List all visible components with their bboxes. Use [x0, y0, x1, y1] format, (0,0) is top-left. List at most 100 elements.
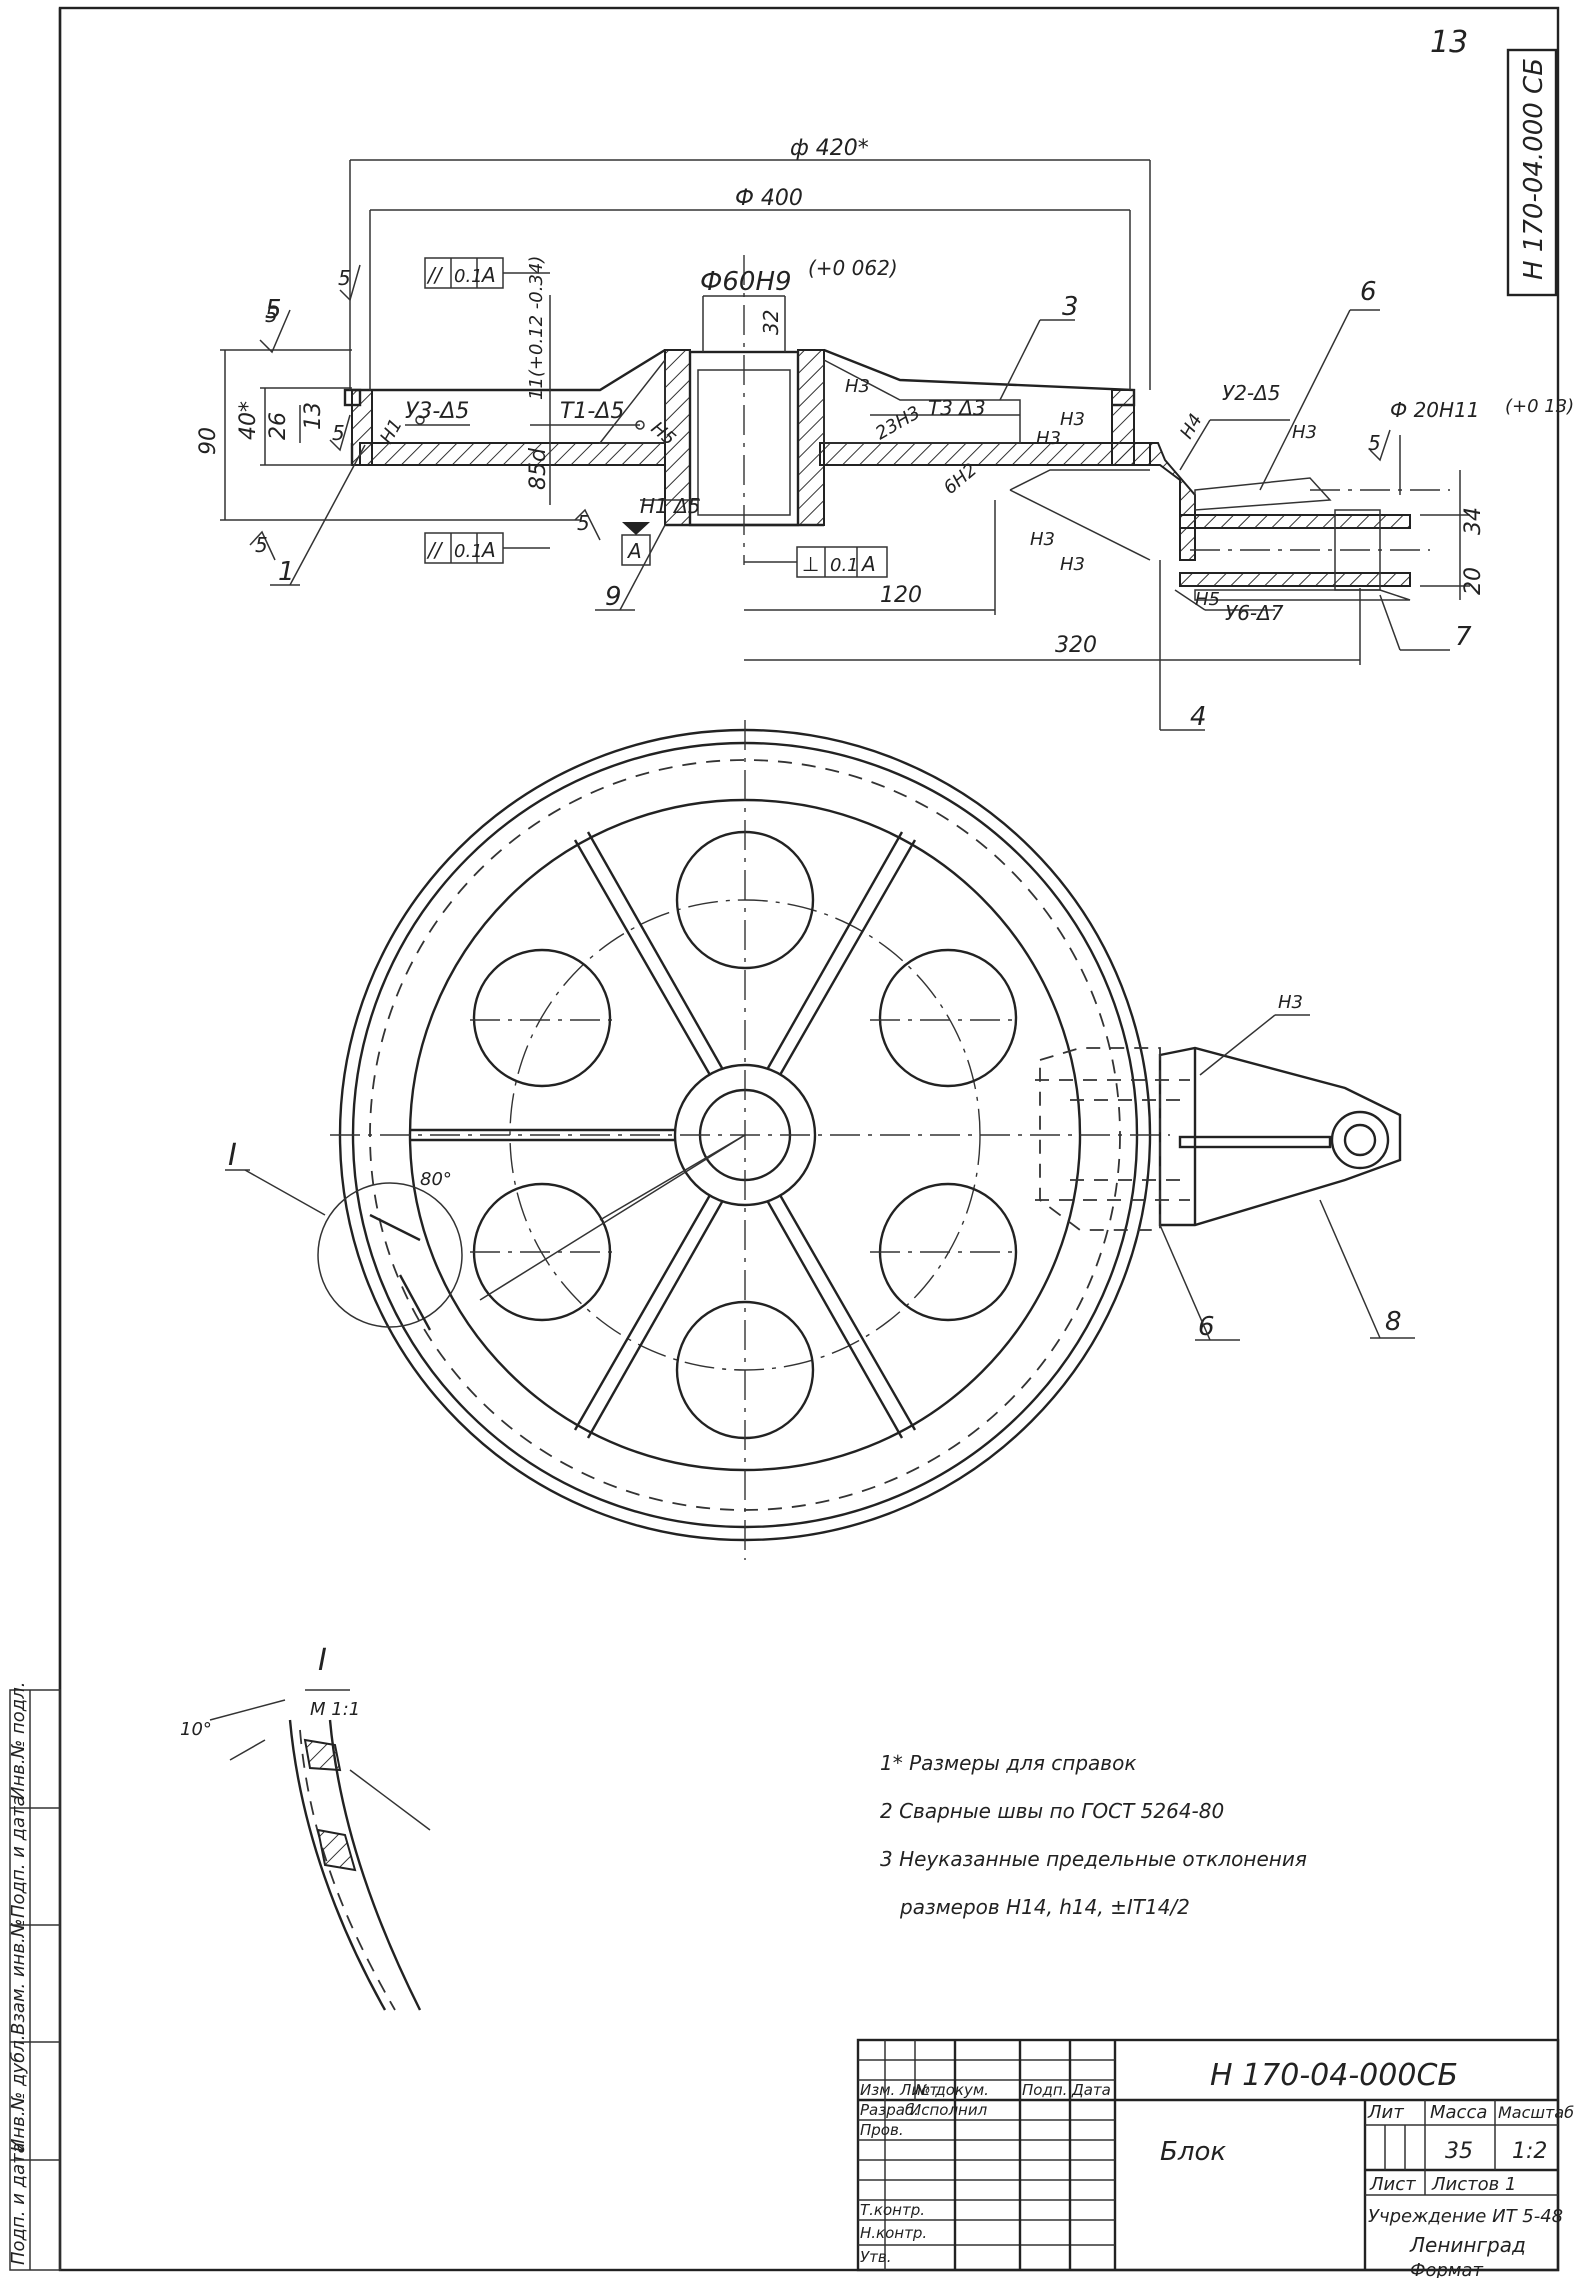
angle-10: 10° [180, 1719, 212, 1740]
weld-n3-gusset: Н3 [1036, 428, 1061, 449]
roughness-3: 5 [577, 511, 590, 535]
tol-bottom-symbol: // [426, 538, 444, 562]
title-designation: Н 170-04-000СБ [1210, 2058, 1458, 2093]
datum-a: А [626, 539, 642, 563]
scale-value: 1:2 [1512, 2139, 1547, 2164]
dim-h40: 40* [236, 401, 261, 440]
roughness-2: 5 [255, 533, 268, 557]
dim-h34: 34 [1461, 507, 1486, 535]
weld-u6: У6-Δ7 [1225, 601, 1284, 625]
tolerance-frames [424, 257, 888, 578]
organization-2: Ленинград [1409, 2233, 1526, 2257]
weld-n3-lower2: Н3 [1060, 554, 1085, 575]
item-7: 7 [1455, 622, 1472, 652]
stamp-replaced-inv: Взам. инв.№ [8, 1919, 29, 2036]
sig-row-1: № докум. [914, 2081, 989, 2099]
dim-h26: 26 [266, 412, 291, 440]
sheet-frame [9, 6, 1560, 2272]
dim-l320: 320 [1055, 633, 1097, 658]
section-I-label: I [318, 1643, 327, 1678]
sheet-label: Лист [1369, 2174, 1416, 2195]
stamp-sign-date-2: Подп. и дата [8, 2142, 29, 2265]
item-8: 8 [1385, 1307, 1402, 1337]
weld-n3-rim: Н3 [1060, 409, 1085, 430]
stamp-inv-original: Инв.№ подл. [8, 1682, 29, 1800]
tol-perp-value: 0.1 [830, 555, 859, 576]
dim-h90: 90 [196, 427, 221, 455]
weld-n3-lower1: Н3 [1030, 529, 1055, 550]
tol-top-value: 0.1 [454, 266, 483, 287]
weld-n5-lower: Н5 [1195, 589, 1220, 610]
col-mass: Масса [1430, 2102, 1487, 2123]
sig-row-3: Дата [1071, 2081, 1111, 2099]
roughness-4: 5 [338, 266, 351, 290]
sheet-number: 13 [1430, 25, 1468, 60]
title-block [856, 2038, 1560, 2272]
mass-value: 35 [1445, 2139, 1473, 2164]
dim-h85: 85d [526, 447, 551, 490]
roughness-6: 5 [332, 421, 345, 445]
item-1: 1 [278, 557, 295, 587]
title-name: Блок [1160, 2137, 1226, 2167]
sig-row-0: Изм. Лист [860, 2081, 939, 2099]
item-3: 3 [1062, 292, 1079, 322]
dimension-lines [220, 159, 1470, 665]
weld-n3-arm: Н3 [1292, 422, 1317, 443]
note-3-cont: размеров H14, h14, ±IT14/2 [899, 1895, 1190, 1919]
stamp-sign-date: Подп. и дата [8, 1795, 29, 1918]
weld-n3: Н3 [845, 376, 870, 397]
weld-h1: Н1 Δ5 [640, 494, 701, 518]
sig-row-8: Н.контр. [860, 2224, 927, 2242]
tol-bottom-value: 0.1 [454, 541, 483, 562]
organization-1: Учреждение ИТ 5-48 [1368, 2206, 1563, 2227]
angle-80: 80° [420, 1169, 452, 1190]
dim-d400: Ф 400 [735, 186, 803, 211]
weld-u2: У2-Δ5 [1222, 381, 1281, 405]
weld-23n3: 23Н3 [872, 402, 924, 444]
weld-n4: Н4 [1176, 410, 1207, 442]
side-stamp: Инв.№ подл. Подп. и дата Взам. инв.№ Инв… [8, 1682, 29, 2265]
weld-t1: Т1-Δ5 [560, 399, 624, 424]
dim-d20: Ф 20Н11 [1390, 398, 1480, 422]
detail-view-I [209, 1689, 431, 2011]
detail-I-callout: I [228, 1138, 237, 1173]
weld-n3-plan: Н3 [1278, 992, 1303, 1013]
item-4: 4 [1190, 702, 1207, 732]
col-lit: Лит [1367, 2102, 1404, 2123]
plan-view [225, 720, 1415, 1560]
sig-row-2: Подп. [1022, 2081, 1067, 2099]
col-scale: Масштаб [1498, 2103, 1574, 2122]
item-6-plan: 6 [1198, 1312, 1215, 1342]
item-6: 6 [1360, 277, 1377, 307]
roughness-1: 5 [265, 303, 278, 327]
weld-mark-leaders [405, 414, 1290, 611]
tol-perp-symbol: ⊥ [802, 552, 819, 576]
tol-bottom-datum: А [480, 538, 496, 562]
tol-perp-datum: А [860, 552, 876, 576]
dim-d60: Ф60Н9 [700, 267, 792, 297]
note-3: 3 Неуказанные предельные отклонения [880, 1847, 1307, 1871]
sheets-label: Листов 1 [1431, 2174, 1516, 2195]
tol-top-datum: А [480, 263, 496, 287]
note-1: 1* Размеры для справок [880, 1751, 1136, 1775]
designation-vertical: Н 170-04.000 СБ [1519, 58, 1549, 280]
dim-d420: ф 420* [790, 136, 869, 161]
sig-row-9: Утв. [860, 2248, 892, 2266]
weld-u3: У3-Δ5 [405, 399, 469, 424]
item-5: 5 [265, 295, 282, 325]
section-view [343, 255, 1450, 601]
format-label: Формат [1410, 2260, 1484, 2278]
sig-row-6: Пров. [860, 2121, 904, 2139]
section-I-scale: М 1:1 [310, 1699, 360, 1720]
sig-row-7: Т.контр. [860, 2201, 925, 2219]
dim-h32: 32 [759, 310, 783, 335]
stamp-inv-duplicate: Инв.№ дубл. [8, 2035, 29, 2152]
dim-d60-tolerance: (+0 062) [808, 256, 898, 280]
sig-row-5: Исполнил [910, 2101, 988, 2119]
weld-11-tol: 11(+0.12 -0.34) [526, 256, 547, 400]
dim-l120: 120 [880, 583, 922, 608]
note-2: 2 Сварные швы по ГОСТ 5264-80 [880, 1799, 1224, 1823]
item-9: 9 [605, 582, 622, 612]
roughness-marks [249, 264, 1391, 561]
